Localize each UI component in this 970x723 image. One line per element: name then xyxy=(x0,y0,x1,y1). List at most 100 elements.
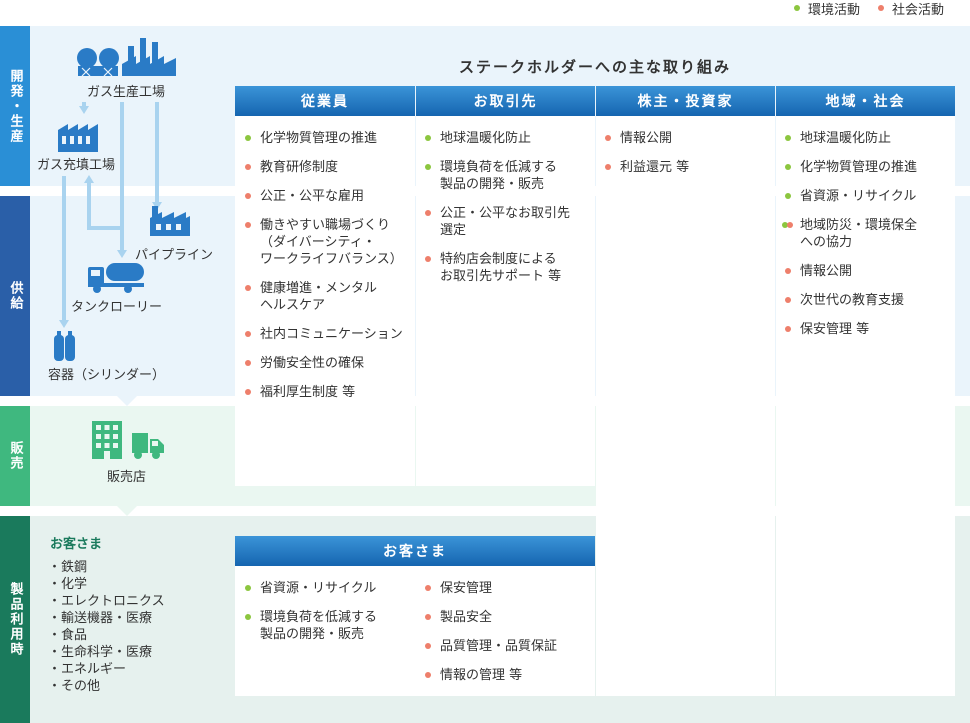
social-dot-icon xyxy=(245,360,251,366)
flow-line-return-vert xyxy=(87,182,91,228)
list-item: 化学物質管理の推進 xyxy=(245,130,413,147)
arrow-supply-to-sales-icon xyxy=(117,396,137,406)
stage-sales: 販売 xyxy=(0,406,30,506)
column-header-community: 地域・社会 xyxy=(776,86,955,116)
list-item-text: 地域防災・環境保全 への協力 xyxy=(800,218,918,250)
list-item: 公正・公平なお取引先 選定 xyxy=(425,205,593,239)
stakeholder-title: ステークホルダーへの主な取り組み xyxy=(458,58,731,76)
list-item: 社内コミュニケーション xyxy=(245,326,413,343)
social-dot-icon xyxy=(785,326,791,332)
customers-list-left: 省資源・リサイクル環境負荷を低減する 製品の開発・販売 xyxy=(245,580,415,655)
list-item: 製品安全 xyxy=(425,609,593,626)
env-dot-icon xyxy=(245,135,251,141)
column-header-employees: 従業員 xyxy=(235,86,415,116)
legend-env: 環境活動 xyxy=(793,0,860,18)
list-item-text: 教育研修制度 xyxy=(260,160,339,175)
social-dot-icon xyxy=(425,614,431,620)
list-item: 労働安全性の確保 xyxy=(245,355,413,372)
list-partners: 地球温暖化防止環境負荷を低減する 製品の開発・販売公正・公平なお取引先 選定特約… xyxy=(425,130,593,297)
list-item: 特約店会制度による お取引先サポート 等 xyxy=(425,251,593,285)
list-item: 保安管理 等 xyxy=(785,321,953,338)
list-item-text: 働きやすい職場づくり （ダイバーシティ・ ワークライフバランス） xyxy=(260,218,403,267)
list-item-text: 地球温暖化防止 xyxy=(440,131,532,146)
industry-item: ・エレクトロニクス xyxy=(48,594,165,609)
list-item-text: 公正・公平なお取引先 選定 xyxy=(440,206,571,238)
dealer-label: 販売店 xyxy=(107,470,147,485)
tank-lorry-label: タンクローリー xyxy=(71,300,163,315)
legend-social-label: 社会活動 xyxy=(891,2,944,18)
legend-env-label: 環境活動 xyxy=(807,2,860,18)
social-dot-icon xyxy=(425,643,431,649)
gas-plant-icon xyxy=(77,38,176,77)
column-shareholders xyxy=(596,86,775,696)
industry-item: ・輸送機器・医療 xyxy=(48,611,153,626)
list-item-text: 化学物質管理の推進 xyxy=(800,160,918,175)
flow-arrow-cylinder-icon xyxy=(59,320,69,328)
list-item-text: 省資源・リサイクル xyxy=(260,581,377,596)
list-item: 環境負荷を低減する 製品の開発・販売 xyxy=(425,159,593,193)
list-item-text: 情報公開 xyxy=(620,131,673,146)
env-dot-icon xyxy=(785,164,791,170)
list-item-text: 福利厚生制度 等 xyxy=(260,385,356,400)
list-item-text: 品質管理・品質保証 xyxy=(440,639,558,654)
stage-supply: 供給 xyxy=(0,196,30,396)
legend: 環境活動 社会活動 xyxy=(793,0,944,18)
list-item: 地球温暖化防止 xyxy=(425,130,593,147)
social-dot-icon xyxy=(425,210,431,216)
list-item: 化学物質管理の推進 xyxy=(785,159,953,176)
social-dot-icon xyxy=(245,285,251,291)
list-item: 福利厚生制度 等 xyxy=(245,384,413,401)
customers-header: お客さま xyxy=(235,536,595,566)
legend-env-dot-icon xyxy=(793,5,800,11)
list-item-text: 公正・公平な雇用 xyxy=(260,189,365,204)
social-dot-icon xyxy=(245,389,251,395)
flow-line-pipeline xyxy=(155,102,159,204)
list-item: 地球温暖化防止 xyxy=(785,130,953,147)
stage-dev: 開発・生産 xyxy=(0,26,30,186)
list-item: 省資源・リサイクル xyxy=(785,188,953,205)
industry-item: ・その他 xyxy=(48,679,101,694)
customers-title: お客さま xyxy=(50,537,103,552)
social-dot-icon xyxy=(245,222,251,228)
list-item: 情報の管理 等 xyxy=(425,667,593,684)
industry-item: ・鉄鋼 xyxy=(48,560,88,575)
list-item: 次世代の教育支援 xyxy=(785,292,953,309)
list-item: 公正・公平な雇用 xyxy=(245,188,413,205)
tank-lorry-icon xyxy=(88,263,144,293)
flow-arrow-filling-icon xyxy=(79,106,89,114)
list-item-text: 社内コミュニケーション xyxy=(260,327,403,342)
column-community xyxy=(776,86,955,696)
social-dot-icon xyxy=(785,297,791,303)
env-dot-icon xyxy=(245,614,251,620)
list-item-text: 保安管理 xyxy=(440,581,493,596)
stage-sales-label: 販売 xyxy=(7,441,23,471)
social-dot-icon xyxy=(605,135,611,141)
list-item: 健康増進・メンタル ヘルスケア xyxy=(245,280,413,314)
column-header-shareholders: 株主・投資家 xyxy=(596,86,775,116)
dealer-icon xyxy=(92,421,164,459)
stage-use-label: 製品利用時 xyxy=(7,582,23,657)
social-dot-icon xyxy=(425,585,431,591)
list-item: 保安管理 xyxy=(425,580,593,597)
industry-item: ・生命科学・医療 xyxy=(48,645,153,660)
cylinder-label: 容器（シリンダー） xyxy=(48,368,166,383)
social-dot-icon xyxy=(245,193,251,199)
list-item-text: 情報公開 xyxy=(800,264,853,279)
list-item-text: 特約店会制度による お取引先サポート 等 xyxy=(440,252,562,284)
env-dot-icon xyxy=(425,135,431,141)
env-dot-icon xyxy=(245,585,251,591)
list-item-text: 情報の管理 等 xyxy=(440,668,523,683)
env-dot-icon xyxy=(785,193,791,199)
flow-line-return-horiz xyxy=(87,226,122,230)
list-item-text: 保安管理 等 xyxy=(800,322,870,337)
flow-arrow-return-icon xyxy=(84,175,94,183)
list-item-text: 労働安全性の確保 xyxy=(260,356,365,371)
cylinder-icon xyxy=(54,331,75,361)
stage-use: 製品利用時 xyxy=(0,516,30,723)
stage-dev-label: 開発・生産 xyxy=(7,68,23,144)
industry-item: ・食品 xyxy=(48,628,88,643)
social-dot-icon xyxy=(787,222,793,228)
list-item: 教育研修制度 xyxy=(245,159,413,176)
list-item-text: 地球温暖化防止 xyxy=(800,131,892,146)
list-shareholders: 情報公開利益還元 等 xyxy=(605,130,773,188)
